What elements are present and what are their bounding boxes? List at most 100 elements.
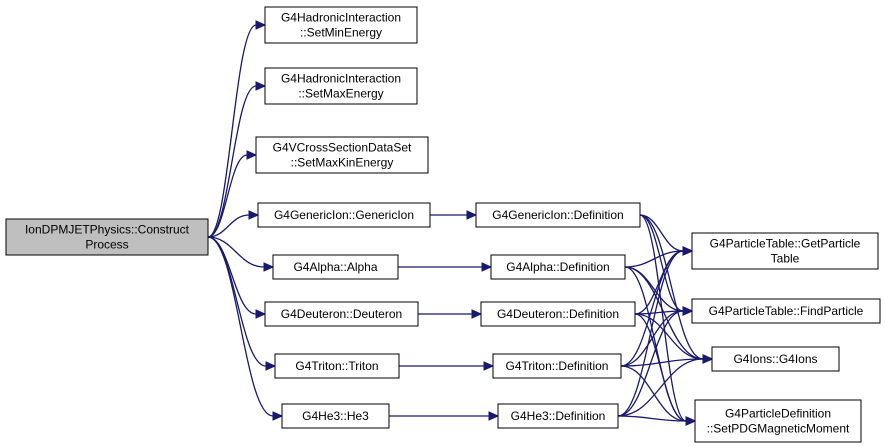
edge-line [620,250,684,367]
node-box [5,218,209,256]
edge-line [207,236,265,268]
arrowhead [483,361,495,371]
node-set-min-energy[interactable]: G4HadronicInteraction::SetMinEnergy [264,6,418,44]
arrowhead [263,262,275,272]
node-box [281,403,390,429]
node-label: G4He3::He3 [302,409,369,423]
node-deuteron-ctor[interactable]: G4Deuteron::Deuteron [264,301,419,327]
node-g4ions-ctor[interactable]: G4Ions::G4Ions [711,346,840,372]
edge-line [207,154,248,238]
edge-alpha-ctor-to-alpha-def [397,262,493,272]
arrowhead [471,309,483,319]
node-box [272,254,399,280]
edge-line [207,214,250,238]
node-box [691,232,879,270]
arrowhead [255,20,267,30]
arrowhead [682,306,694,316]
node-label: G4ParticleDefinition [725,407,831,421]
node-set-pdg-magnetic-moment[interactable]: G4ParticleDefinition::SetPDGMagneticMome… [694,399,862,443]
node-box [492,353,622,379]
edge-line [207,24,257,238]
node-label: G4GenericIon::GenericIon [274,208,414,222]
edge-root-to-set-max-kin-energy [207,150,258,238]
node-box [480,301,636,327]
edge-line [639,214,684,252]
arrowhead [481,262,493,272]
edge-line [624,250,684,268]
node-alpha-ctor[interactable]: G4Alpha::Alpha [272,254,399,280]
node-label: G4ParticleTable::GetParticle [710,237,861,251]
edge-he3-def-to-get-particle-table [617,246,694,417]
edge-root-to-set-max-energy [207,81,267,238]
node-label: ::SetMinEnergy [300,26,382,40]
edge-root-to-generic-ion-ctor [207,210,260,238]
node-label: G4HadronicInteraction [281,72,401,86]
node-he3-def[interactable]: G4He3::Definition [497,403,619,429]
arrowhead [685,416,697,426]
arrowhead [246,150,258,160]
node-label: G4Triton::Definition [506,359,609,373]
node-box [711,346,840,372]
node-box [490,254,626,280]
node-triton-def[interactable]: G4Triton::Definition [492,353,622,379]
node-box [274,353,400,379]
node-alpha-def[interactable]: G4Alpha::Definition [490,254,626,280]
edge-line [617,415,687,422]
node-box [257,202,431,228]
node-box [475,202,641,228]
node-box [691,298,881,324]
edge-line [617,358,704,417]
node-label: Process [85,238,128,252]
edge-deuteron-ctor-to-deuteron-def [418,309,483,319]
node-label: G4HadronicInteraction [281,11,401,25]
arrowhead [466,210,478,220]
node-label: ::SetPDGMagneticMoment [707,422,850,436]
node-label: G4He3::Definition [511,409,606,423]
node-label: ::SetMaxKinEnergy [291,156,394,170]
node-box [694,399,862,443]
edge-generic-ion-ctor-to-generic-ion-def [430,210,478,220]
edge-he3-ctor-to-he3-def [388,411,500,421]
edge-line [207,85,257,238]
edge-line [620,358,704,367]
node-set-max-energy[interactable]: G4HadronicInteraction::SetMaxEnergy [264,67,418,105]
edge-line [634,313,687,422]
node-deuteron-def[interactable]: G4Deuteron::Definition [480,301,636,327]
edge-he3-def-to-g4ions-ctor [617,354,714,417]
node-label: G4Alpha::Alpha [293,260,377,274]
edge-line [639,214,704,360]
node-find-particle[interactable]: G4ParticleTable::FindParticle [691,298,881,324]
edge-layer [207,20,714,426]
node-generic-ion-ctor[interactable]: G4GenericIon::GenericIon [257,202,431,228]
node-label: G4GenericIon::Definition [492,208,623,222]
edge-line [624,266,704,360]
node-label: G4Deuteron::Definition [497,307,619,321]
arrowhead [488,411,500,421]
node-he3-ctor[interactable]: G4He3::He3 [281,403,390,429]
edge-line [617,250,684,417]
arrowhead [272,411,284,421]
arrowhead [255,309,267,319]
edge-root-to-set-min-energy [207,20,267,238]
arrowhead [248,210,260,220]
node-box [264,301,419,327]
edge-line [620,310,684,367]
edge-line [617,310,684,417]
edge-he3-def-to-set-pdg-magnetic-moment [617,415,697,426]
node-label: ::SetMaxEnergy [298,87,383,101]
node-box [264,67,418,105]
node-generic-ion-def[interactable]: G4GenericIon::Definition [475,202,641,228]
node-label: G4Alpha::Definition [506,260,609,274]
node-box [264,6,418,44]
node-set-max-kin-energy[interactable]: G4VCrossSectionDataSet::SetMaxKinEnergy [255,136,429,174]
edge-triton-ctor-to-triton-def [399,361,495,371]
node-box [255,136,429,174]
edge-root-to-alpha-ctor [207,236,275,272]
edge-line [620,365,687,422]
arrowhead [255,81,267,91]
node-triton-ctor[interactable]: G4Triton::Triton [274,353,400,379]
